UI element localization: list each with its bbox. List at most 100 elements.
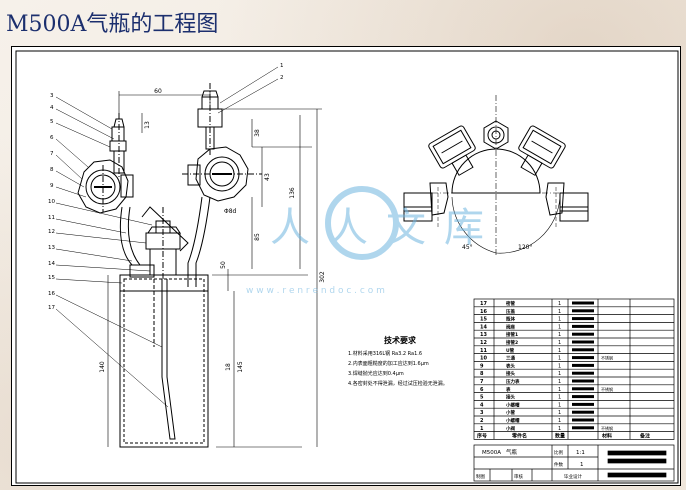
bom-no: 17 bbox=[480, 301, 487, 307]
bom-no: 16 bbox=[480, 309, 487, 315]
bom-spec-bar bbox=[572, 402, 594, 406]
dimension-texts: 60 13 38 43 136 302 85 50 140 145 18 Φ8d bbox=[99, 88, 326, 373]
bom-spec-bar bbox=[572, 317, 594, 321]
inner-frame bbox=[15, 50, 679, 484]
balloon-1: 1 bbox=[280, 63, 284, 69]
balloon-13: 13 bbox=[48, 245, 55, 251]
bom-no: 12 bbox=[480, 340, 487, 346]
top-right-gauge bbox=[518, 125, 566, 176]
bom-spec-bar bbox=[572, 379, 594, 383]
left-pressure-gauge bbox=[77, 159, 134, 214]
bom-qty: 1 bbox=[558, 356, 561, 362]
bom-no: 11 bbox=[480, 348, 487, 354]
dip-tube bbox=[161, 279, 176, 440]
bom-no: 2 bbox=[480, 418, 484, 424]
balloon-12: 12 bbox=[48, 229, 55, 235]
bom-name: 表 bbox=[505, 386, 511, 393]
dim-43: 43 bbox=[264, 173, 271, 181]
bom-spec-bar bbox=[572, 324, 594, 328]
bom-name: 接头 bbox=[506, 370, 515, 377]
watermark-circle bbox=[325, 186, 399, 260]
bom-spec-bar bbox=[572, 309, 594, 313]
bom-spec-bar bbox=[572, 332, 594, 336]
tb-scale-label: 比例 bbox=[554, 449, 563, 456]
balloon-15: 15 bbox=[48, 275, 55, 281]
bom-header-cell: 材料 bbox=[602, 433, 612, 440]
bom-spec-bar bbox=[572, 363, 594, 367]
tb-drawn-label: 制图 bbox=[476, 473, 485, 480]
title-block bbox=[473, 444, 675, 482]
bom-no: 4 bbox=[480, 402, 484, 408]
dim-13: 13 bbox=[144, 121, 151, 129]
bom-spec-bar bbox=[572, 395, 594, 399]
angle-45: 45° bbox=[462, 244, 473, 251]
bom-name: 密管 bbox=[506, 300, 515, 307]
tech-line-1: 1.材料采用316L钢 Ra3.2 Ra1.6 bbox=[348, 350, 422, 357]
tb-part: M500A bbox=[482, 450, 501, 456]
bom-name: 压力表 bbox=[506, 378, 520, 385]
bom-name: 阀座 bbox=[506, 323, 515, 330]
balloon-8: 8 bbox=[50, 167, 54, 173]
bom-name: U管 bbox=[506, 347, 515, 354]
bom-mat: 不锈钢 bbox=[601, 425, 613, 431]
bom-spec-bar bbox=[572, 426, 594, 430]
bom-mat: 不锈钢 bbox=[601, 386, 613, 392]
bom-qty: 1 bbox=[558, 363, 561, 369]
left-small-valve bbox=[109, 113, 127, 177]
bom-name: 压盖 bbox=[506, 308, 515, 315]
top-view bbox=[403, 95, 589, 257]
bom-qty: 1 bbox=[558, 324, 561, 330]
bottle-body bbox=[119, 264, 209, 448]
bom-qty: 1 bbox=[558, 340, 561, 346]
bom-spec-bar bbox=[572, 301, 594, 305]
bom-name: 接头 bbox=[506, 394, 515, 401]
left-pipe bbox=[119, 206, 141, 266]
title-block-texts: M500A 气瓶 比例 1:1 件数 1 制图 审核 毕业设计 bbox=[476, 448, 585, 480]
balloon-10: 10 bbox=[48, 199, 55, 205]
bom-name: 表头 bbox=[505, 362, 515, 369]
front-view bbox=[77, 83, 262, 448]
bom-spec-bar bbox=[572, 387, 594, 391]
balloon-6: 6 bbox=[50, 135, 54, 141]
bom-name: 小螺帽 bbox=[506, 401, 520, 408]
bom-no: 6 bbox=[480, 387, 484, 393]
drawing-sheet: 60 13 38 43 136 302 85 50 140 145 18 Φ8d… bbox=[11, 46, 681, 486]
balloon-2: 2 bbox=[280, 75, 284, 81]
dim-60: 60 bbox=[154, 88, 162, 95]
tech-line-3: 3.焊缝抛光应达到0.4μm bbox=[348, 370, 404, 377]
bom-no: 8 bbox=[480, 371, 484, 377]
dim-145: 145 bbox=[237, 361, 244, 373]
bom-spec-bar bbox=[572, 348, 594, 352]
bom-no: 10 bbox=[480, 356, 487, 362]
bom-no: 3 bbox=[480, 410, 484, 416]
balloon-11: 11 bbox=[48, 215, 55, 221]
bom-mat: 不锈钢 bbox=[601, 355, 613, 361]
tech-line-2: 2.内表面粗糙度的加工应达到1.6μm bbox=[348, 360, 429, 367]
bom-name: 瓶体 bbox=[506, 316, 515, 323]
right-pressure-gauge bbox=[182, 146, 262, 202]
bom-name: 小螺帽 bbox=[506, 417, 520, 424]
top-view-angle-texts: 45° 120° bbox=[462, 244, 532, 251]
slide-title: M500A气瓶的工程图 bbox=[6, 12, 219, 37]
balloon-5: 5 bbox=[50, 119, 54, 125]
dim-38: 38 bbox=[254, 129, 261, 137]
tb-sheet: 1 bbox=[580, 462, 584, 468]
bom-no: 7 bbox=[480, 379, 484, 385]
bom-qty: 1 bbox=[558, 410, 561, 416]
bom-header-cell: 零件名 bbox=[512, 433, 527, 440]
bom-spec-bar bbox=[572, 410, 594, 414]
dim-302: 302 bbox=[319, 271, 326, 283]
angle-120: 120° bbox=[518, 244, 532, 251]
watermark-brand: 人人文库 bbox=[270, 205, 502, 251]
bom-qty: 1 bbox=[558, 395, 561, 401]
tb-sheet-label: 件数 bbox=[554, 461, 563, 468]
bom-qty: 1 bbox=[558, 309, 561, 315]
balloon-17: 17 bbox=[48, 305, 55, 311]
watermark-url: w w w . r e n r e n d o c . c o m bbox=[246, 286, 385, 296]
bom-no: 9 bbox=[480, 363, 484, 369]
part-balloons: 3 4 5 6 7 8 9 10 11 12 13 14 15 16 17 1 … bbox=[48, 63, 284, 311]
bom-qty: 1 bbox=[558, 348, 561, 354]
balloon-16: 16 bbox=[48, 291, 55, 297]
top-left-gauge bbox=[428, 125, 476, 176]
